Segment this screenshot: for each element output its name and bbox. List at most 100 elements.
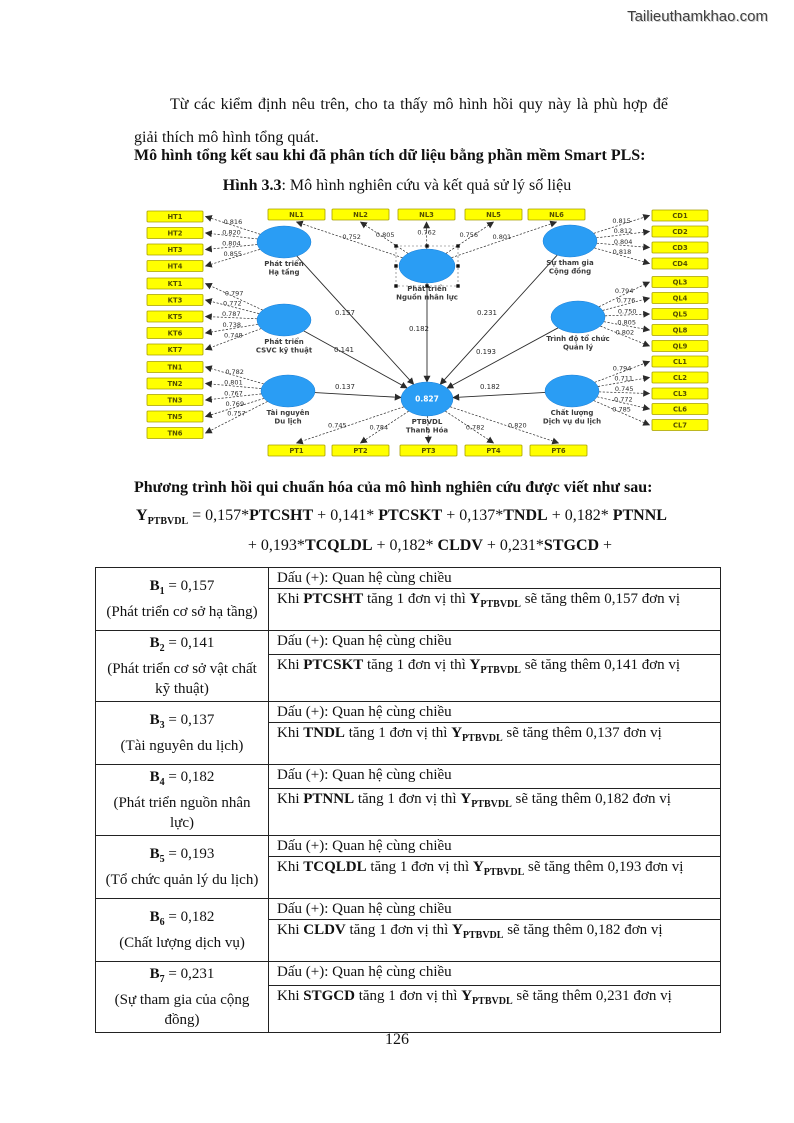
- effect-cell: Khi PTNNL tăng 1 đơn vị thì YPTBVDL sẽ t…: [268, 787, 721, 837]
- selection-handle: [425, 244, 429, 248]
- indicator-box-label: HT1: [167, 213, 182, 221]
- indicator-box: [464, 208, 523, 221]
- loading-label: 0.805: [376, 231, 395, 239]
- latent-label: Chất lượng: [551, 409, 594, 417]
- relation-cell: Dấu (+): Quan hệ cùng chiều: [268, 764, 721, 789]
- effect-cell: Khi PTCSKT tăng 1 đơn vị thì YPTBVDL sẽ …: [268, 653, 721, 703]
- table-row: B7 = 0,231(Sự tham gia của cộng đồng)Dấu…: [95, 961, 721, 1033]
- body-paragraph: Từ các kiểm định nêu trên, cho ta thấy m…: [134, 96, 668, 146]
- loading-arrow: [597, 396, 651, 411]
- indicator-box-label: KT7: [168, 346, 183, 354]
- indicator-box-label: PT3: [421, 447, 436, 455]
- loading-arrow: [445, 221, 495, 254]
- loading-label: 0.784: [370, 423, 389, 431]
- path-coefficient-label: 0.231: [477, 309, 497, 317]
- regression-equation: YPTBVDL = 0,157*PTCSHT + 0,141* PTCSKT +…: [136, 507, 724, 555]
- path-arrow: [439, 254, 558, 385]
- loading-label: 0.711: [614, 374, 633, 382]
- indicator-box: [146, 327, 204, 339]
- latent-label: Cộng đồng: [549, 268, 591, 276]
- latent-label: Du lịch: [274, 418, 301, 426]
- table-row: Khi TNDL tăng 1 đơn vị thì YPTBVDL sẽ tă…: [96, 722, 721, 765]
- equation-variable: PTCSKT: [378, 507, 443, 524]
- loading-arrow: [597, 375, 651, 387]
- loading-arrow: [600, 325, 651, 347]
- figure-caption: Hình 3.3: Mô hình nghiên cứu và kết quả …: [0, 177, 794, 195]
- path-coefficient-label: 0.182: [480, 383, 500, 391]
- indicator-box-label: CL6: [673, 406, 687, 414]
- loading-arrow: [603, 321, 651, 333]
- indicator-box: [146, 343, 204, 356]
- table-row: B6 = 0,182(Chất lượng dịch vụ)Dấu (+): Q…: [95, 898, 721, 962]
- indicator-box: [529, 444, 588, 457]
- effect-cell: Khi STGCD tăng 1 đơn vị thì YPTBVDL sẽ t…: [268, 984, 721, 1034]
- indicator-box-label: KT1: [168, 280, 183, 288]
- indicator-box: [651, 387, 709, 400]
- indicator-box-label: CL3: [673, 390, 687, 398]
- indicator-box: [146, 210, 204, 223]
- indicator-box: [267, 444, 326, 457]
- equation-line-2: + 0,193*TCQLDL + 0,182* CLDV + 0,231*STG…: [136, 537, 724, 555]
- table-row: Khi PTNNL tăng 1 đơn vị thì YPTBVDL sẽ t…: [96, 787, 721, 837]
- equation-variable: TNDL: [503, 507, 548, 524]
- latent-ellipse: [400, 381, 454, 417]
- path-arrow: [314, 392, 402, 401]
- indicator-box: [331, 208, 390, 221]
- equation-variable: TCQLDL: [304, 537, 373, 555]
- indicator-box-label: NL1: [289, 211, 304, 219]
- equation-intro: Phương trình hồi qui chuẩn hóa của mô hì…: [134, 479, 653, 496]
- loading-arrow: [204, 328, 262, 351]
- coefficient-cell: B2 = 0,141(Phát triển cơ sở vật chất kỹ …: [95, 630, 269, 702]
- equation-variable: PTNNL: [612, 507, 667, 524]
- loading-label: 0.815: [612, 217, 631, 225]
- indicator-box: [651, 257, 709, 270]
- selection-handle: [456, 264, 460, 268]
- equation-operator: + 0,231*: [482, 537, 544, 555]
- latent-label: Quản lý: [563, 343, 593, 352]
- loading-arrow: [593, 400, 651, 426]
- pls-model-diagram: 0.1570.1410.1370.1820.2310.1930.1820.816…: [146, 208, 709, 457]
- path-coefficient-label: 0.182: [409, 325, 429, 333]
- path-arrow: [452, 392, 546, 401]
- indicator-box-label: QL8: [673, 327, 688, 335]
- indicator-box: [651, 225, 709, 238]
- loading-label: 0.802: [616, 329, 635, 337]
- indicator-box-label: TN1: [167, 364, 182, 372]
- indicator-box-label: PT2: [353, 447, 368, 455]
- loading-label: 0.805: [617, 318, 636, 326]
- indicator-box: [146, 361, 204, 373]
- indicator-box: [651, 355, 709, 368]
- coefficient-cell: B3 = 0,137(Tài nguyên du lịch): [95, 701, 269, 765]
- equation-variable: CLDV: [437, 537, 483, 555]
- table-row: Khi CLDV tăng 1 đơn vị thì YPTBVDL sẽ tă…: [96, 919, 721, 962]
- equation-operator: + 0,141*: [313, 507, 379, 524]
- indicator-box-label: TN5: [167, 413, 182, 421]
- latent-ellipse: [256, 303, 312, 337]
- latent-label: Sự tham gia: [546, 259, 594, 267]
- indicator-box: [651, 209, 709, 222]
- latent-ellipse: [256, 225, 312, 259]
- equation-variable: PTCSHT: [249, 507, 314, 524]
- loading-label: 0.772: [223, 299, 242, 307]
- loading-arrow: [204, 313, 258, 321]
- indicator-box: [527, 208, 586, 221]
- path-arrow: [296, 255, 415, 385]
- loading-label: 0.782: [466, 423, 485, 431]
- indicator-box-label: QL4: [673, 295, 688, 303]
- loading-label: 0.762: [417, 229, 436, 237]
- path-coefficient-label: 0.193: [476, 348, 496, 356]
- figure-caption-text: : Mô hình nghiên cứu và kết quả sử lý số…: [281, 177, 572, 194]
- loading-arrow: [204, 230, 258, 240]
- indicator-box-label: PT1: [289, 447, 304, 455]
- equation-operator: + 0,182*: [547, 507, 613, 524]
- loading-label: 0.776: [617, 297, 636, 305]
- loading-label: 0.785: [612, 405, 631, 413]
- effect-cell: Khi TCQLDL tăng 1 đơn vị thì YPTBVDL sẽ …: [268, 856, 721, 899]
- loading-arrow: [204, 365, 264, 385]
- effect-cell: Khi PTCSHT tăng 1 đơn vị thì YPTBVDL sẽ …: [268, 588, 721, 631]
- loading-label: 0.750: [618, 307, 637, 315]
- loading-arrow: [594, 360, 651, 383]
- loading-arrow: [594, 247, 651, 266]
- latent-ellipse: [260, 374, 316, 408]
- indicator-box-label: TN3: [167, 397, 182, 405]
